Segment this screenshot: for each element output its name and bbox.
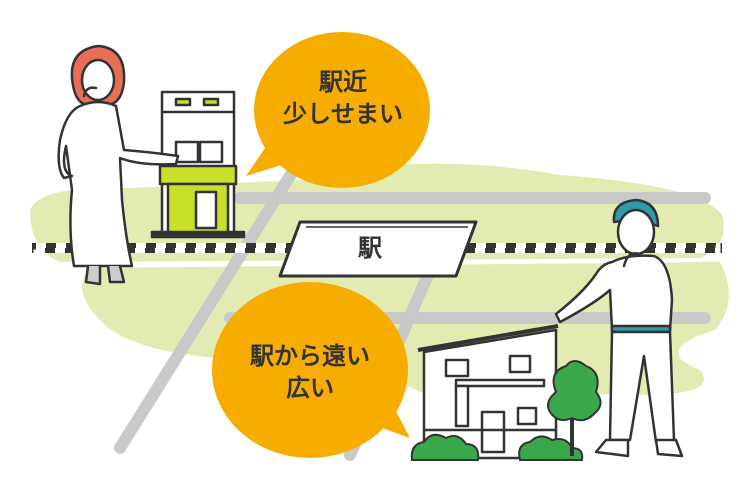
road-diagonal-left [114, 154, 306, 454]
bubble-near-line1: 駅近 [319, 68, 367, 96]
speech-bubble-far-text: 駅から遠い 広い [210, 340, 410, 405]
bushes [410, 433, 584, 461]
bubble-near-line2: 少しせまい [283, 100, 403, 129]
station-platform-icon [278, 220, 478, 278]
bubble-far-line2: 広い [286, 374, 334, 403]
speech-bubble-near [246, 32, 430, 188]
woman-figure-icon [57, 44, 180, 286]
man-figure-icon [554, 198, 684, 458]
tree-icon [547, 360, 602, 456]
speech-bubble-far [212, 282, 410, 458]
speech-bubble-near-text: 駅近 少しせまい [258, 66, 428, 131]
bubble-far-line1: 駅から遠い [250, 342, 370, 370]
station-label: 駅 [358, 234, 382, 262]
wide-house-icon [417, 324, 559, 460]
